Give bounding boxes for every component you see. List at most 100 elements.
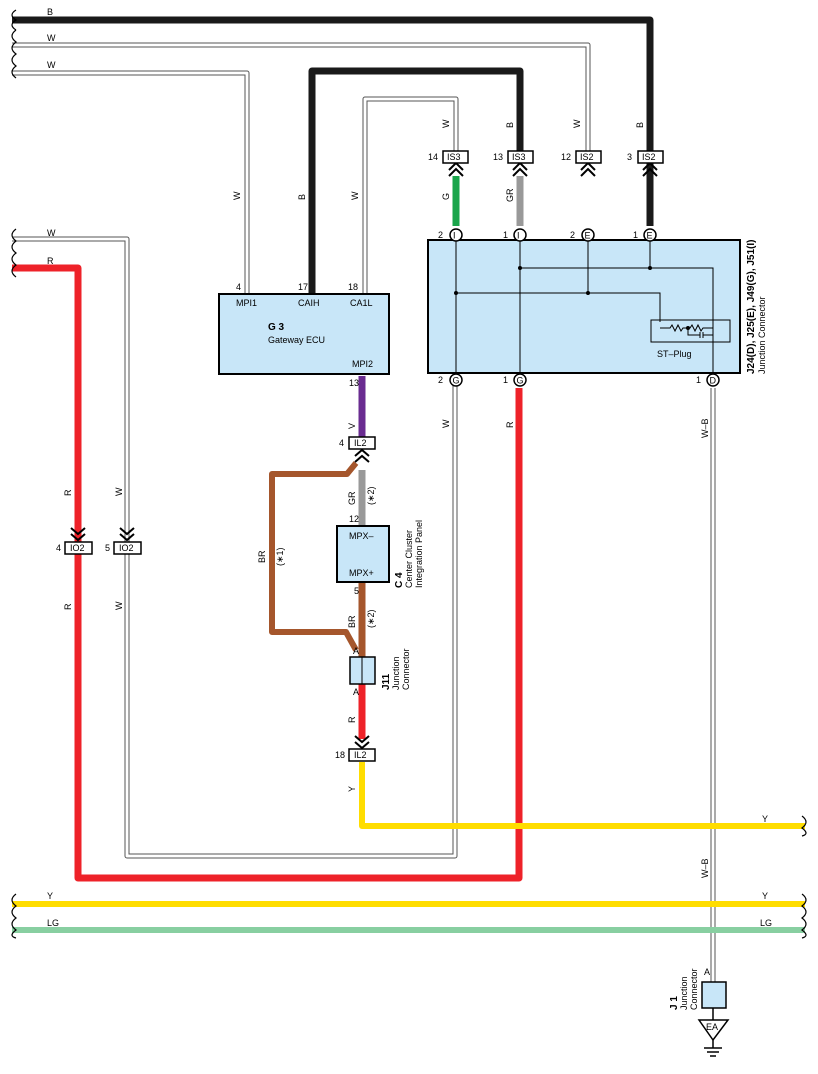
label-br-loop: BR <box>257 550 267 563</box>
j1-junction: A EA J 1 Junction Connector <box>669 967 730 1057</box>
connector-box-is2-3 <box>637 150 664 164</box>
st-plug-dot <box>686 326 690 330</box>
wire-r <box>12 264 523 882</box>
label-w-io2-lower: W <box>114 601 124 610</box>
connector-name-is3-14: IS3 <box>447 152 461 162</box>
label-w-lower: W <box>441 419 451 428</box>
label-y-left: Y <box>47 891 53 901</box>
label-w-left: W <box>47 228 56 238</box>
gateway-pin-mpi2-num: 13 <box>349 378 359 388</box>
break-right-y <box>801 815 807 837</box>
io2-4-box <box>64 541 93 555</box>
note-br-cluster: (∗2) <box>366 609 376 628</box>
gateway-name: Gateway ECU <box>268 335 325 345</box>
cluster-name-2: Integration Panel <box>414 520 424 588</box>
j1-name-2: Connector <box>689 968 699 1010</box>
terminal-e-2-letter: E <box>585 231 591 241</box>
terminal-i-2-letter: I <box>453 231 456 241</box>
terminal-g-1-pin: 1 <box>503 375 508 385</box>
io2-4-chevron <box>70 527 86 542</box>
gateway-mpi2: MPI2 <box>352 359 373 369</box>
wires <box>12 16 805 985</box>
label-r-io2-lower: R <box>63 603 73 610</box>
center-cluster: 12 MPX– MPX+ 5 C 4 Center Cluster Integr… <box>336 514 424 596</box>
il2-upper-chevron <box>354 448 370 463</box>
j1-box <box>701 981 727 1009</box>
st-plug-label: ST–Plug <box>657 349 692 359</box>
label-y-il2: Y <box>347 786 357 792</box>
cluster-mpx-minus: MPX– <box>349 531 374 541</box>
terminal-d-1-pin: 1 <box>696 375 701 385</box>
top-connectors: IS3 IS3 IS2 IS2 14 13 12 3 <box>428 150 664 177</box>
wire-b-top <box>12 16 654 226</box>
terminal-i-1-pin: 1 <box>503 230 508 240</box>
pin-is3-13: 13 <box>493 152 503 162</box>
wire-w-top-1 <box>12 42 591 152</box>
label-w-ca1l: W <box>350 191 360 200</box>
junction-big-code: J24(D), J25(E), J49(G), J51(I) <box>746 240 757 375</box>
label-wb-lower: W–B <box>700 858 710 878</box>
terminal-i-2-pin: 2 <box>438 230 443 240</box>
terminal-g-1-letter: G <box>517 376 524 386</box>
label-y-right-mid: Y <box>762 814 768 824</box>
junction-box <box>427 239 741 374</box>
j11-pin-a-top: A <box>353 646 359 656</box>
il2-lower-name: IL2 <box>354 750 367 760</box>
connector-box-is2-12 <box>575 150 602 164</box>
pin-is2-12: 12 <box>561 152 571 162</box>
label-w-io2: W <box>114 487 124 496</box>
label-w-top-1: W <box>47 33 56 43</box>
break-left-mid <box>11 228 17 278</box>
chevron-is3-14 <box>448 161 464 177</box>
wire-w-left-core <box>12 237 457 858</box>
gateway-caih: CAIH <box>298 298 320 308</box>
note-br-loop: (∗1) <box>275 547 285 566</box>
gateway-box <box>218 293 390 375</box>
break-left-bottom <box>11 893 17 939</box>
wire-y-mid <box>359 762 805 829</box>
label-w-is3: W <box>441 119 451 128</box>
junction-big-name: Junction Connector <box>757 296 767 374</box>
wire-w-top-1-core <box>12 43 590 152</box>
terminal-e-1-pin: 1 <box>633 230 638 240</box>
terminal-g-2-letter: G <box>453 376 460 386</box>
cluster-name-1: Center Cluster <box>404 530 414 588</box>
il2-lower-pin: 18 <box>335 750 345 760</box>
label-r-left: R <box>47 256 54 266</box>
terminal-g-1 <box>513 373 527 387</box>
gateway-pin-caih-num: 17 <box>298 282 308 292</box>
cluster-mpx-plus: MPX+ <box>349 568 374 578</box>
ground-icon <box>704 1040 722 1057</box>
j1-code: J 1 <box>669 996 680 1010</box>
connector-box-is3-14 <box>442 150 469 164</box>
pin-is3-14: 14 <box>428 152 438 162</box>
break-left-top <box>11 9 18 79</box>
connector-il2-lower: IL2 18 <box>335 735 376 762</box>
gateway-ca1l: CA1L <box>350 298 373 308</box>
io2-5-box <box>113 541 142 555</box>
terminal-i-1-letter: I <box>517 231 520 241</box>
io2-5-name: IO2 <box>119 543 134 553</box>
terminal-e-1-letter: E <box>647 231 653 241</box>
junction-dots <box>454 266 652 295</box>
il2-lower-chevron <box>354 735 370 750</box>
io2-5-chevron <box>119 527 135 542</box>
terminal-d-1-letter: D <box>710 376 717 386</box>
ground-code: EA <box>706 1022 718 1032</box>
label-gr-is3: GR <box>505 188 515 202</box>
terminal-i-1 <box>513 228 527 242</box>
gateway-ecu: 4 17 18 MPI1 CAIH CA1L G 3 Gateway ECU M… <box>218 282 390 388</box>
gateway-pin-ca1l-num: 18 <box>348 282 358 292</box>
j11-name-1: Junction <box>391 656 401 690</box>
wire-breaks <box>11 9 807 939</box>
j11-code: J11 <box>381 673 392 690</box>
label-w-top-2: W <box>47 60 56 70</box>
wire-labels: B W W W R Y LG Y Y LG W B W W B W B G GR… <box>47 7 772 928</box>
ground-triangle <box>697 1019 730 1042</box>
connector-io2: IO2 IO2 4 5 <box>56 527 142 555</box>
label-w-mpi1: W <box>232 191 242 200</box>
label-wb-upper: W–B <box>700 418 710 438</box>
j1-pin-a: A <box>704 967 710 977</box>
connector-name-is2-12: IS2 <box>580 152 594 162</box>
